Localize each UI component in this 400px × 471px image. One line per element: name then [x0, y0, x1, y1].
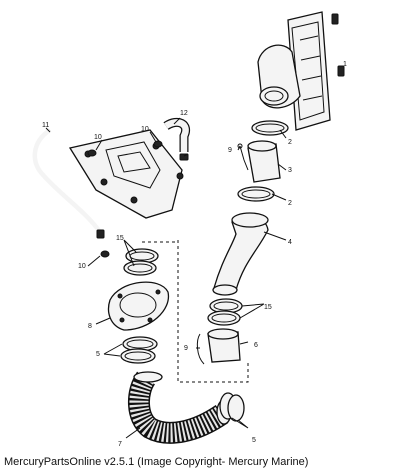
- callout-2-lower: 2: [288, 200, 292, 207]
- part-fittings: [87, 140, 163, 258]
- callout-15-right: 15: [264, 304, 272, 311]
- callout-8: 8: [88, 323, 92, 330]
- callout-5-right: 5: [252, 437, 256, 444]
- assembly-guide-lines: [142, 240, 249, 383]
- part-exhaust-pipe: [212, 212, 269, 296]
- callout-labels: 1 2 2 3 4 5 5 6 7 8 9 9 10 10 10 11 12 1…: [42, 61, 347, 448]
- part-exhaust-elbow: [257, 11, 345, 131]
- part-cover-plate: [68, 129, 184, 219]
- part-tube-lower: [196, 328, 241, 365]
- callout-3: 3: [288, 167, 292, 174]
- part-flange: [107, 281, 170, 331]
- part-clamp-left: [123, 248, 159, 276]
- part-clip-upper: [237, 143, 249, 171]
- part-hose-long: [32, 128, 105, 239]
- callout-7: 7: [118, 441, 122, 448]
- callout-10-top-left: 10: [94, 134, 102, 141]
- part-clamp-right: [207, 298, 243, 326]
- callout-10-top: 10: [141, 126, 149, 133]
- callout-2-upper: 2: [288, 139, 292, 146]
- part-clamp-bellows: [219, 392, 245, 422]
- callout-15-left: 15: [116, 235, 124, 242]
- callout-4: 4: [288, 239, 292, 246]
- part-clamp-upper: [237, 120, 289, 202]
- part-exhaust-bellows: [128, 371, 232, 444]
- callout-6: 6: [254, 342, 258, 349]
- callout-9-upper: 9: [228, 147, 232, 154]
- callout-9-lower: 9: [184, 345, 188, 352]
- callout-12: 12: [180, 110, 188, 117]
- callout-1: 1: [343, 61, 347, 68]
- callout-5-left: 5: [96, 351, 100, 358]
- callout-10-left: 10: [78, 263, 86, 270]
- part-clamp-flange: [120, 336, 158, 364]
- callout-leaders: [45, 117, 287, 439]
- image-caption: MercuryPartsOnline v2.5.1 (Image Copyrig…: [4, 456, 309, 468]
- exhaust-parts-diagram: 1 2 2 3 4 5 5 6 7 8 9 9 10 10 10 11 12 1…: [32, 11, 347, 448]
- callout-11: 11: [42, 122, 49, 129]
- part-tube-short: [247, 140, 281, 183]
